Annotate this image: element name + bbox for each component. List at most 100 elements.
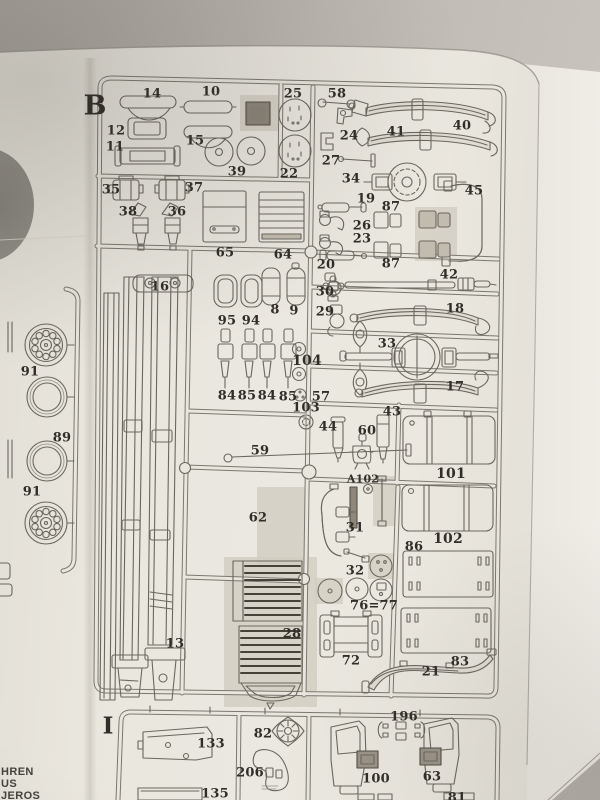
part-43-cylinder <box>376 414 390 464</box>
part-38-shock <box>129 202 149 251</box>
part-label-41: 41 <box>386 124 406 140</box>
part-label-15: 15 <box>185 133 205 149</box>
part-label-58: 58 <box>327 86 347 102</box>
part-65-panel <box>202 190 247 243</box>
part-label-11: 11 <box>105 139 125 155</box>
part-72-crossmember <box>319 610 383 658</box>
part-28-grille <box>232 560 303 710</box>
part-label-12: 12 <box>106 123 126 139</box>
part-32-disc-lever <box>343 548 393 578</box>
part-label-84: 84 <box>217 388 237 404</box>
part-label-24: 24 <box>339 128 359 144</box>
part-label-63: 63 <box>422 769 442 785</box>
part-87-blocks <box>373 210 451 259</box>
part-label-9: 9 <box>289 303 299 319</box>
section-label-i: I <box>102 712 114 740</box>
dark-object-edge <box>0 150 34 260</box>
part-25-gauge <box>278 98 312 132</box>
part-11-bracket <box>114 145 181 167</box>
part-label-22: 22 <box>279 166 299 182</box>
part-label-89: 89 <box>52 430 72 446</box>
part-102-fuel-tank <box>401 484 494 532</box>
part-label-104: 104 <box>292 353 322 369</box>
part-9-tank <box>286 262 306 306</box>
part-label-45: 45 <box>464 183 484 199</box>
part-19-cylinder <box>317 202 367 213</box>
part-206-bracket <box>252 749 289 792</box>
part-label-76=77: 76=77 <box>349 598 399 614</box>
part-64-radiator <box>258 191 305 243</box>
bottom-edge-partial-parts <box>137 705 475 800</box>
part-label-38: 38 <box>118 204 138 220</box>
wheel-sprue-stubs <box>0 321 75 597</box>
part-label-206: 206 <box>236 765 264 781</box>
part-label-133: 133 <box>197 736 225 752</box>
part-label-42: 42 <box>439 267 459 283</box>
part-label-196: 196 <box>390 709 418 725</box>
part-label-135: 135 <box>201 786 229 800</box>
part-a102-grommet <box>349 475 387 529</box>
part-23-lever <box>318 234 344 256</box>
part-label-44: 44 <box>318 419 338 435</box>
part-59-rod <box>223 443 412 463</box>
part-12-bracket <box>127 117 167 140</box>
part-label-28: 28 <box>282 626 302 642</box>
part-label-23: 23 <box>352 231 372 247</box>
part-34-differential <box>363 162 467 202</box>
part-21-bumper <box>361 648 497 694</box>
part-label-81: 81 <box>447 790 467 800</box>
part-22-gauge <box>278 134 312 168</box>
part-45-pipe <box>441 180 483 267</box>
part-label-95: 95 <box>217 313 237 329</box>
part-label-85: 85 <box>237 388 257 404</box>
part-label-16: 16 <box>150 279 170 295</box>
part-label-8: 8 <box>270 302 280 318</box>
part-label-18: 18 <box>445 301 465 317</box>
part-41-leaf-spring <box>355 127 498 157</box>
part-82-rosette <box>271 716 305 747</box>
part-dark-square <box>245 101 271 126</box>
part-label-57: 57 <box>311 389 331 405</box>
part-17-leaf-spring <box>354 370 489 404</box>
part-label-60: 60 <box>357 423 377 439</box>
part-label-37: 37 <box>184 180 204 196</box>
part-196-clamps <box>377 721 426 741</box>
part-14-pulley <box>119 95 177 121</box>
part-label-87: 87 <box>381 199 401 215</box>
part-label-72: 72 <box>341 653 361 669</box>
part-label-10: 10 <box>201 84 221 100</box>
part-label-17: 17 <box>445 379 465 395</box>
part-86-battery-box <box>402 550 494 598</box>
part-label-91: 91 <box>20 364 40 380</box>
part-label-40: 40 <box>452 118 472 134</box>
part-104-rings <box>291 341 307 382</box>
part-label-84: 84 <box>257 388 277 404</box>
part-35-mount <box>108 175 144 201</box>
part-label-32: 32 <box>345 563 365 579</box>
part-label-82: 82 <box>253 726 273 742</box>
part-label-26: 26 <box>352 218 372 234</box>
part-label-59: 59 <box>250 443 270 459</box>
part-label-43: 43 <box>382 404 402 420</box>
part-42-driveshaft <box>322 275 497 298</box>
part-27-pin <box>337 153 376 168</box>
part-57-cap <box>293 388 307 402</box>
part-label-39: 39 <box>227 164 247 180</box>
part-26-lever <box>318 210 345 231</box>
part-63-cab-panel <box>419 717 460 793</box>
part-label-A102: A102 <box>346 472 380 486</box>
part-label-20: 20 <box>316 257 336 273</box>
part-label-36: 36 <box>167 204 187 220</box>
part-83-box <box>400 607 492 654</box>
part-84-85-kingpins <box>217 328 297 389</box>
part-24-clevis <box>320 107 353 151</box>
part-37-mount <box>154 175 190 201</box>
part-95-94-slabs <box>213 274 263 308</box>
part-100-cab-panel <box>330 720 379 795</box>
part-label-14: 14 <box>142 86 162 102</box>
part-label-27: 27 <box>321 153 341 169</box>
part-label-31: 31 <box>345 520 365 536</box>
page-corner-gap <box>552 758 600 800</box>
part-16-13-chassis-rails <box>99 274 194 701</box>
